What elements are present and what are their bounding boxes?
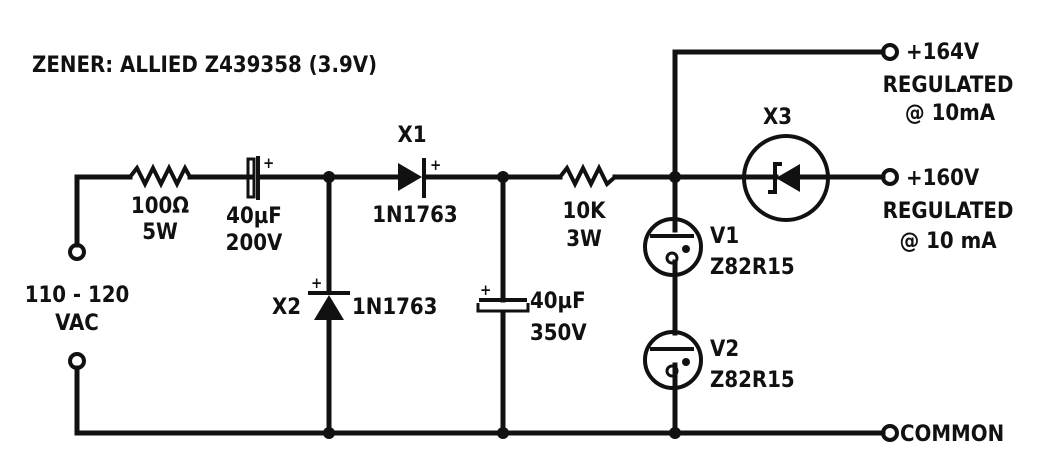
- x1-part: 1N1763: [372, 203, 457, 228]
- capacitor-c2: [476, 298, 530, 313]
- c2-value: 40µF: [530, 289, 586, 314]
- c2-voltage: 350V: [530, 321, 587, 346]
- diode-x1: [398, 158, 426, 198]
- resistor-r2: [557, 163, 618, 189]
- r2-value: 10K: [563, 199, 607, 224]
- x3-ref: X3: [763, 105, 792, 130]
- c1-value: 40µF: [226, 204, 282, 229]
- v1-part: Z82R15: [710, 255, 795, 280]
- zener-note: ZENER: ALLIED Z439358 (3.9V): [32, 53, 377, 78]
- diode-x2: [308, 291, 350, 320]
- capacitor-c1: [246, 156, 260, 200]
- v1-ref: V1: [710, 224, 739, 249]
- regulator-tube-v2: [643, 330, 703, 390]
- zener-diode-x3: [740, 134, 832, 222]
- out1-voltage: +164V: [906, 40, 980, 65]
- x2-ref: X2: [272, 295, 301, 320]
- input-type-label: VAC: [55, 311, 99, 336]
- out2-current: @ 10 mA: [899, 229, 997, 254]
- terminals: [68, 43, 899, 442]
- c2-polarity: +: [480, 281, 491, 299]
- c1-voltage: 200V: [226, 231, 283, 256]
- x1-ref: X1: [397, 123, 426, 148]
- r1-value: 100Ω: [131, 194, 189, 219]
- x2-polarity: +: [311, 274, 322, 292]
- v2-ref: V2: [710, 337, 739, 362]
- x1-polarity: +: [430, 156, 441, 174]
- out2-regulated: REGULATED: [883, 199, 1014, 224]
- common-label: COMMON: [900, 422, 1004, 447]
- wires: [74, 49, 886, 436]
- regulator-tube-v1: [643, 217, 703, 277]
- input-voltage-label: 110 - 120: [25, 283, 130, 308]
- r2-power: 3W: [566, 227, 602, 252]
- out2-voltage: +160V: [906, 166, 980, 191]
- out1-regulated: REGULATED: [883, 73, 1014, 98]
- v2-part: Z82R15: [710, 368, 795, 393]
- r1-power: 5W: [142, 220, 178, 245]
- c1-polarity: +: [263, 154, 274, 172]
- resistor-r1: [127, 163, 193, 189]
- x2-part: 1N1763: [352, 295, 437, 320]
- out1-current: @ 10mA: [905, 101, 996, 126]
- junction-dots: [323, 171, 681, 439]
